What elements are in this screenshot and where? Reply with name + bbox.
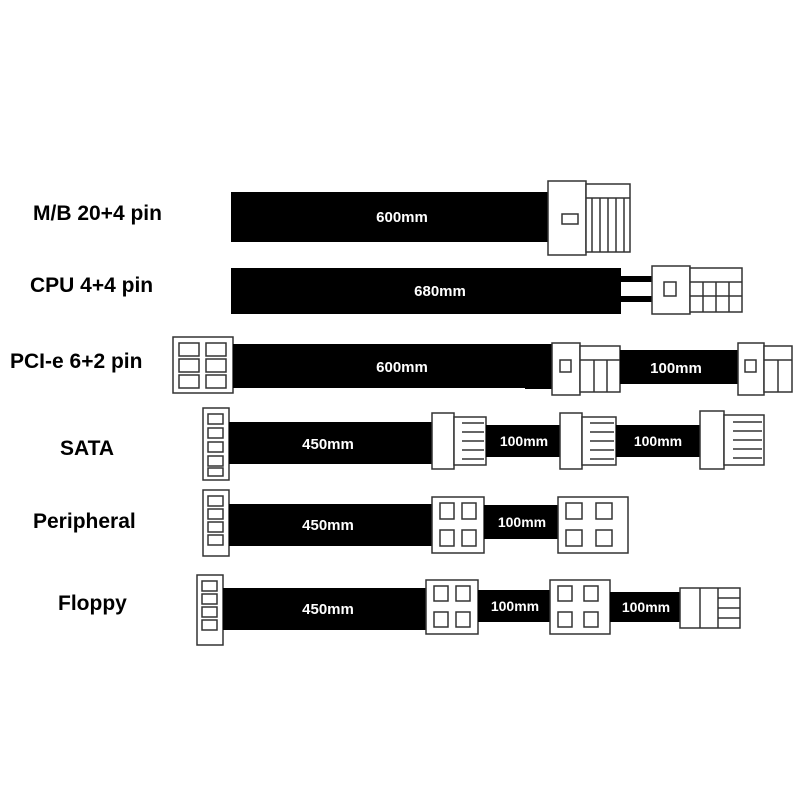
sata-source-connector (202, 407, 230, 481)
pcie-cable-tail (525, 381, 555, 389)
cpu-cable-wire (619, 276, 653, 282)
cable-label-mb: M/B 20+4 pin (33, 202, 162, 225)
sata-cable-segment-2 (486, 425, 562, 457)
pcie-connector-2 (737, 342, 793, 396)
pcie-connector-1 (551, 342, 621, 396)
peripheral-connector-2 (557, 496, 629, 554)
cable-label-peripheral: Peripheral (33, 510, 136, 533)
floppy-length-label-3: 100mm (622, 599, 670, 615)
peripheral-length-label-1: 450mm (302, 517, 354, 534)
sata-length-label-2: 100mm (500, 433, 548, 449)
floppy-length-label-1: 450mm (302, 601, 354, 618)
pcie-cable-extension (620, 350, 738, 384)
floppy-cable-segment-3 (610, 592, 680, 622)
floppy-cable-segment-2 (478, 590, 552, 622)
sata-connector-3 (699, 410, 765, 470)
pcie-extension-length-label: 100mm (650, 360, 702, 377)
mb-connector (547, 180, 631, 256)
sata-cable (229, 422, 434, 464)
peripheral-connector-1 (431, 496, 485, 554)
sata-connector-2 (559, 412, 617, 470)
peripheral-cable (229, 504, 434, 546)
floppy-length-label-2: 100mm (491, 598, 539, 614)
cpu-cable (231, 268, 621, 314)
sata-connector-1 (431, 412, 487, 470)
pcie-source-connector (172, 336, 234, 394)
floppy-connector-1 (425, 579, 479, 635)
floppy-connector-3 (679, 587, 741, 629)
cable-label-cpu: CPU 4+4 pin (30, 274, 154, 297)
mb-cable (231, 192, 551, 242)
floppy-cable (223, 588, 428, 630)
peripheral-length-label-2: 100mm (498, 514, 546, 530)
floppy-connector-2 (549, 579, 611, 635)
sata-length-label-1: 450mm (302, 436, 354, 453)
pcie-length-label: 600mm (376, 359, 428, 376)
peripheral-source-connector (202, 489, 230, 557)
cpu-cable-wire (619, 296, 653, 302)
cable-label-pcie: PCI-e 6+2 pin (10, 350, 143, 373)
cable-label-sata: SATA (60, 437, 115, 460)
mb-length-label: 600mm (376, 209, 428, 226)
peripheral-cable-segment-2 (484, 505, 560, 539)
cpu-connector (651, 265, 743, 315)
cpu-length-label: 680mm (414, 283, 466, 300)
sata-cable-segment-3 (616, 425, 700, 457)
cable-label-floppy: Floppy (58, 592, 127, 615)
pcie-cable (233, 344, 554, 388)
sata-length-label-3: 100mm (634, 433, 682, 449)
floppy-source-connector (196, 574, 224, 646)
